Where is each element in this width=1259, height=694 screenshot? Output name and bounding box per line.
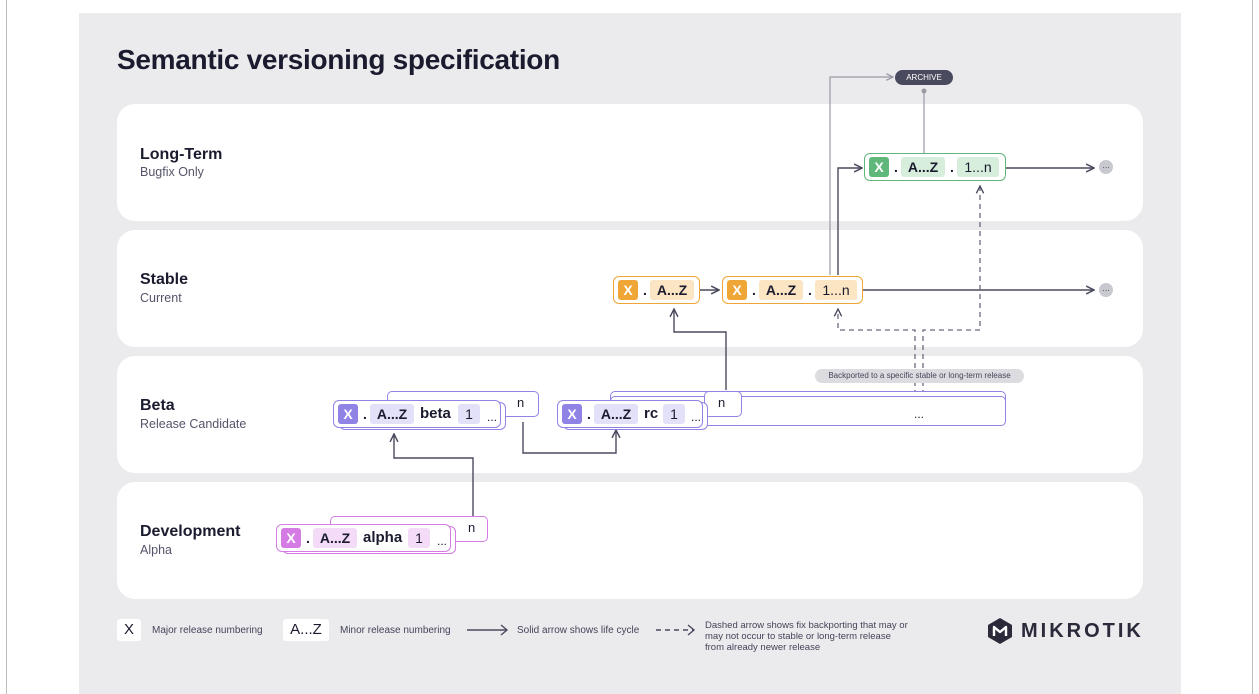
rc-minor-chip: A...Z [594,404,638,424]
band-beta-name: Beta [140,397,175,414]
alpha-ellipsis: ... [437,534,448,548]
legend-solid-text: Solid arrow shows life cycle [517,625,640,636]
legend-major-text: Major release numbering [152,625,263,636]
band-long-term-subtitle: Bugfix Only [140,165,204,179]
legend-minor-text: Minor release numbering [340,625,451,636]
beta-major-chip: X [338,404,358,424]
backport-note: Backported to a specific stable or long-… [815,369,1024,383]
alpha-version-box: X . A...Z alpha 1 ... [276,524,451,552]
rc-label: rc [644,405,659,422]
alpha-number-chip: 1 [408,528,430,548]
stable-patch-dot-2: . [808,282,812,298]
alpha-dot: . [306,530,310,546]
stable-continuation-icon: ... [1099,283,1113,297]
rc-ellipsis: ... [691,410,702,424]
right-frame-line [1252,0,1253,694]
alpha-minor-chip: A...Z [313,528,357,548]
longterm-dot-2: . [950,159,954,175]
longterm-continuation-icon: ... [1099,160,1113,174]
legend-dashed-text-line-1: Dashed arrow shows fix backporting that … [705,620,908,631]
rc-version-box: X . A...Z rc 1 ... [557,400,703,428]
mikrotik-logo-icon [988,618,1012,644]
stable-patch-number-chip: 1...n [815,280,857,300]
band-development: Development Alpha [117,482,1143,599]
legend-solid-arrow-icon [467,624,509,636]
rc-dot: . [587,406,591,422]
beta-ellipsis: ... [487,410,498,424]
beta-dot: . [363,406,367,422]
beta-label: beta [420,405,451,422]
longterm-minor-chip: A...Z [901,157,945,177]
band-beta-subtitle: Release Candidate [140,417,247,431]
stable-patch-version-box: X . A...Z . 1...n [722,276,863,304]
beta-minor-chip: A...Z [370,404,414,424]
band-stable-name: Stable [140,271,189,288]
band-long-term-name: Long-Term [140,146,223,163]
stable-initial-version-box: X . A...Z [613,276,700,304]
alpha-n-label: n [468,520,476,535]
rc-number-chip: 1 [663,404,685,424]
legend-minor-key: A...Z [283,619,329,641]
archive-label: ARCHIVE [895,70,953,85]
alpha-major-chip: X [281,528,301,548]
longterm-patch-chip: 1...n [957,157,999,177]
longterm-version-box: X . A...Z . 1...n [864,153,1006,181]
legend-major-key: X [117,619,141,641]
stable-patch-major-chip: X [727,280,747,300]
longterm-major-chip: X [869,157,889,177]
alpha-label: alpha [363,529,403,546]
legend-dashed-text-line-3: from already newer release [705,642,821,653]
stable-initial-major-chip: X [618,280,638,300]
rc-rest-ellipsis: ... [914,407,925,421]
stable-initial-minor-chip: A...Z [650,280,694,300]
stable-patch-dot-1: . [752,282,756,298]
rc-n-front-box: n [704,391,742,417]
legend-dashed-text-line-2: may not occur to stable or long-term rel… [705,631,891,642]
beta-version-box: X . A...Z beta 1 ... [333,400,501,428]
brand-logo-text: MIKROTIK [1021,620,1144,642]
stable-patch-minor-chip: A...Z [759,280,803,300]
left-frame-line [6,0,7,694]
band-stable-subtitle: Current [140,291,182,305]
beta-n-label: n [517,395,525,410]
page-title: Semantic versioning specification [117,44,560,75]
band-development-subtitle: Alpha [140,543,172,557]
rc-n-front-label: n [718,395,726,410]
stable-initial-dot: . [643,282,647,298]
rc-major-chip: X [562,404,582,424]
band-development-name: Development [140,523,241,540]
beta-number-chip: 1 [458,404,480,424]
longterm-dot-1: . [894,159,898,175]
legend-dashed-arrow-icon [656,624,696,636]
